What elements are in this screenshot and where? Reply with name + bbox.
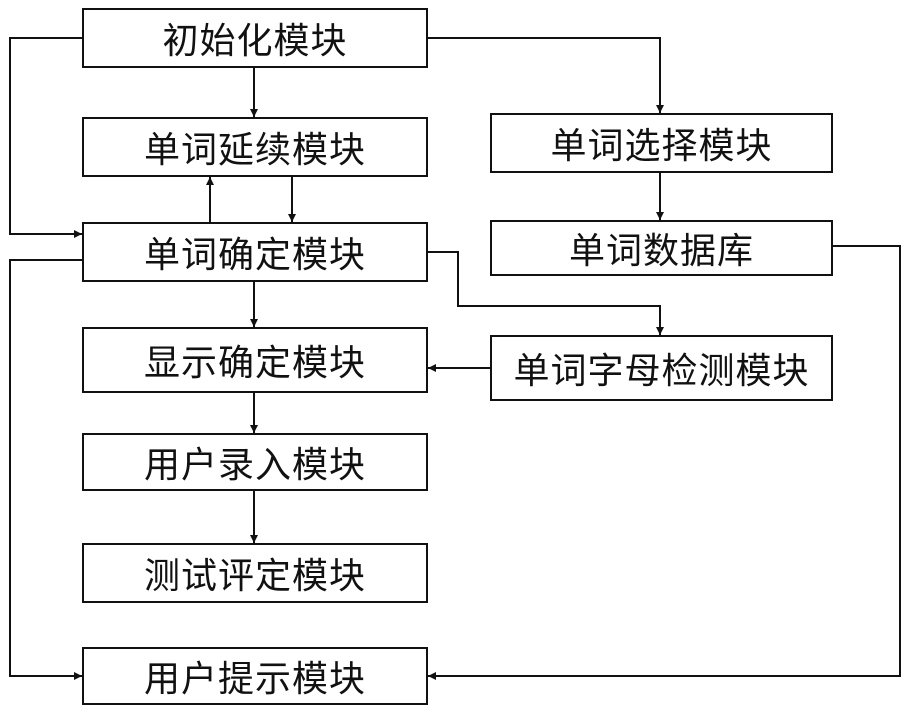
edge-db-to-hint xyxy=(428,246,900,676)
test-evaluate-module-box: 测试评定模块 xyxy=(82,543,428,603)
word-database-label: 单词数据库 xyxy=(569,222,754,274)
word-continue-module-label: 单词延续模块 xyxy=(144,121,366,173)
word-database-box: 单词数据库 xyxy=(490,220,833,276)
edge-init-to-select xyxy=(428,38,660,113)
user-hint-module-box: 用户提示模块 xyxy=(82,647,428,705)
edge-confirm-to-hint xyxy=(10,260,82,676)
user-hint-module-label: 用户提示模块 xyxy=(144,650,366,702)
letter-detect-module-label: 单词字母检测模块 xyxy=(513,342,809,394)
user-input-module-label: 用户录入模块 xyxy=(144,436,366,488)
user-input-module-box: 用户录入模块 xyxy=(82,433,428,491)
letter-detect-module-box: 单词字母检测模块 xyxy=(490,335,833,401)
word-select-module-label: 单词选择模块 xyxy=(550,117,772,169)
word-confirm-module-label: 单词确定模块 xyxy=(144,226,366,278)
display-confirm-module-label: 显示确定模块 xyxy=(144,334,366,386)
init-module-box: 初始化模块 xyxy=(82,8,428,68)
edge-init-to-confirm xyxy=(10,38,82,234)
display-confirm-module-box: 显示确定模块 xyxy=(82,327,428,393)
word-select-module-box: 单词选择模块 xyxy=(490,113,833,173)
test-evaluate-module-label: 测试评定模块 xyxy=(144,547,366,599)
word-confirm-module-box: 单词确定模块 xyxy=(82,222,428,282)
init-module-label: 初始化模块 xyxy=(162,12,347,64)
word-continue-module-box: 单词延续模块 xyxy=(82,117,428,177)
